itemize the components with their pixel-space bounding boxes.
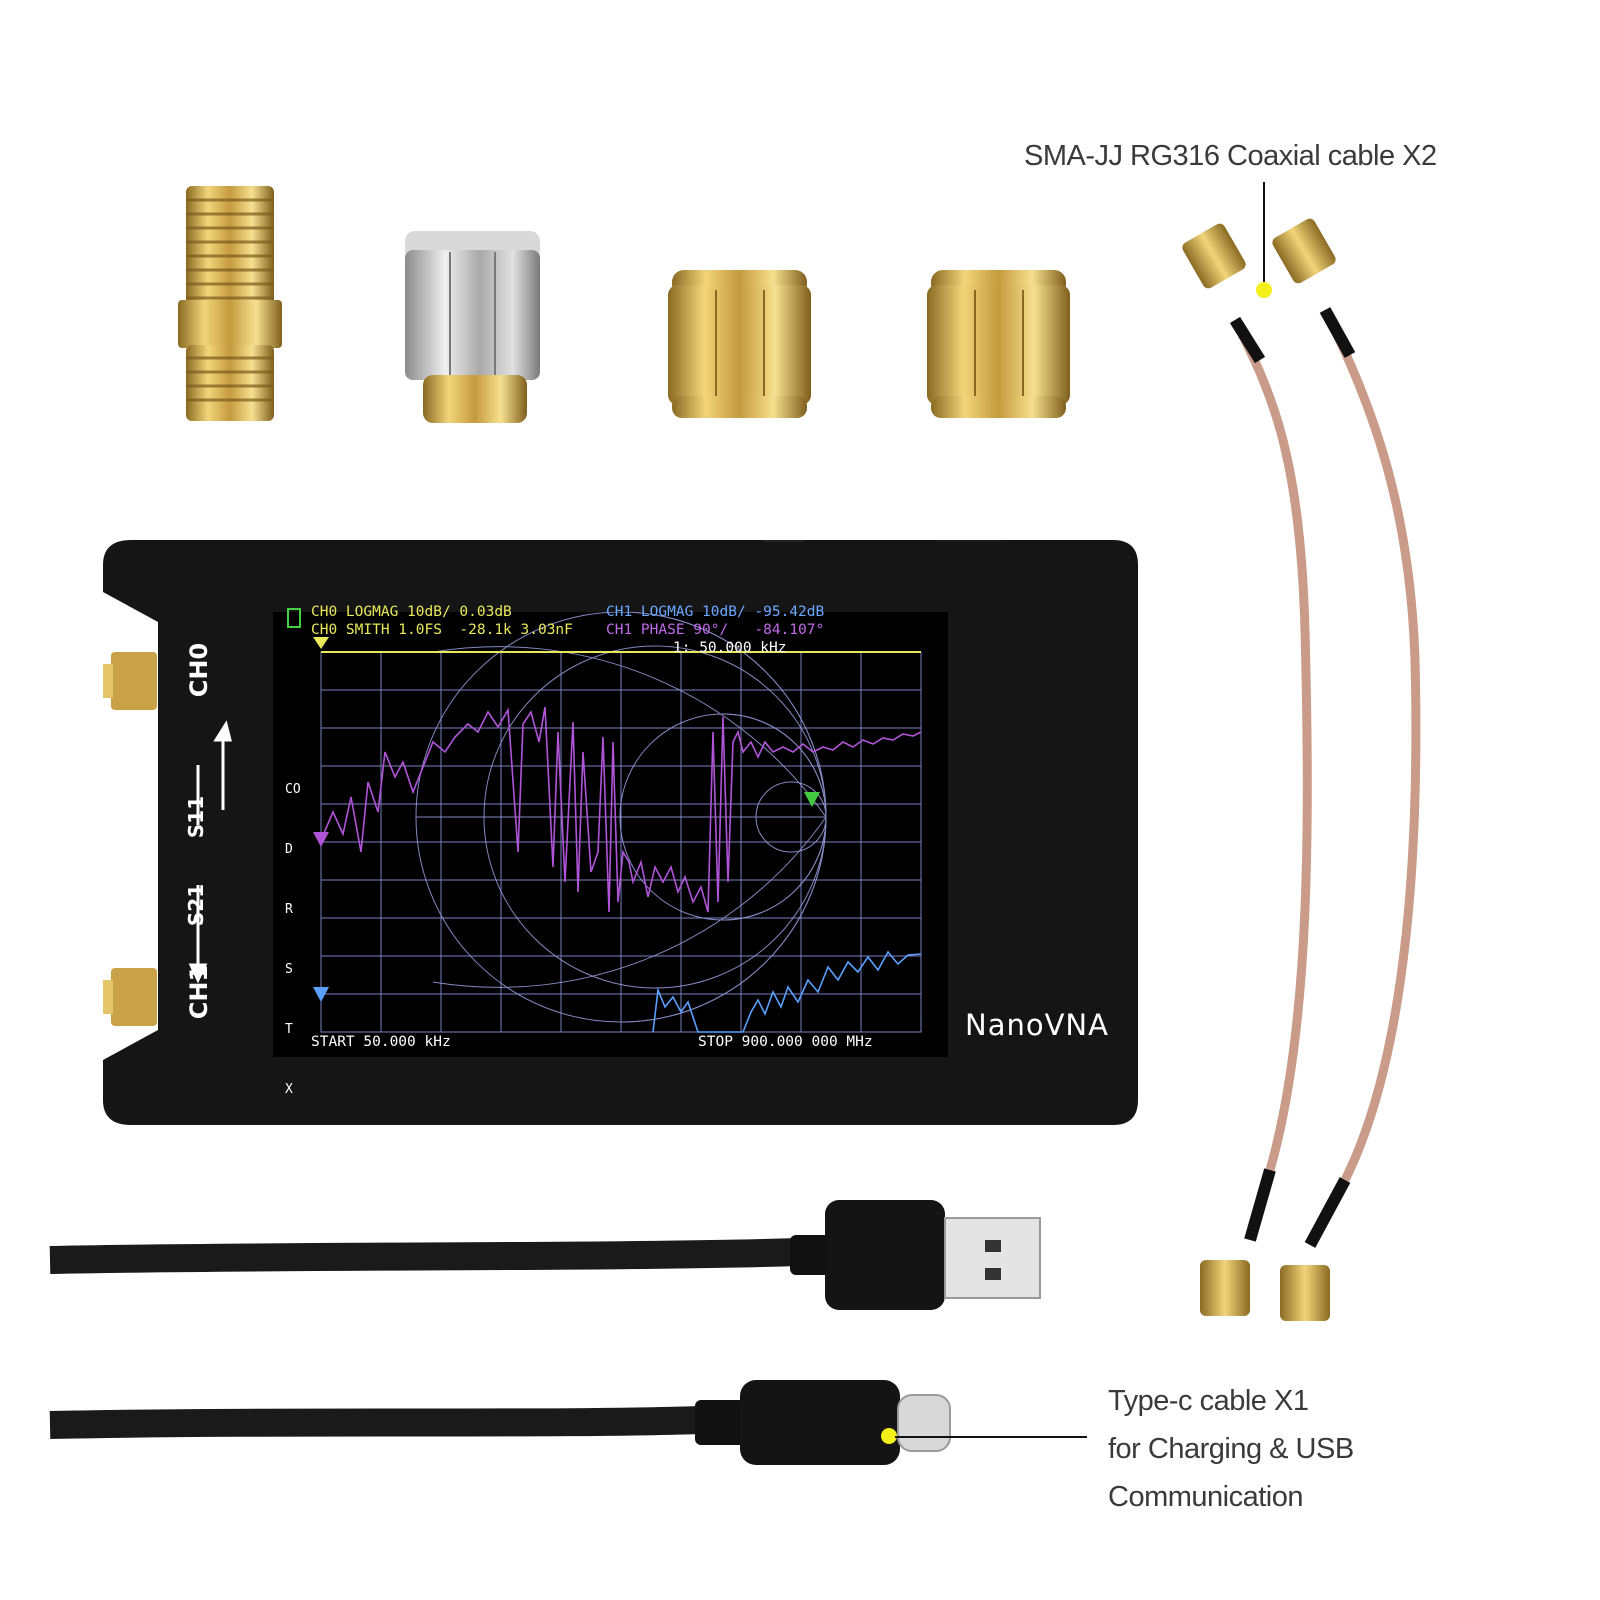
sma-cap-1 bbox=[668, 270, 811, 418]
battery-icon bbox=[287, 608, 301, 628]
coax-callout-label: SMA-JJ RG316 Coaxial cable X2 bbox=[1024, 140, 1437, 172]
usb-cables bbox=[49, 1200, 1041, 1465]
ch1-port-label: CH1 bbox=[185, 964, 214, 1020]
s21-label: S21 bbox=[184, 883, 209, 927]
typec-callout-line3: Communication bbox=[1108, 1481, 1303, 1513]
coax-cables bbox=[1182, 218, 1421, 1321]
yellow-marker[interactable] bbox=[313, 637, 329, 649]
ch0-smith-readout: CH0 SMITH 1.0FS -28.1k 3.03nF bbox=[311, 622, 573, 638]
ch0-port-label: CH0 bbox=[185, 642, 214, 698]
sma-female-female-adapter bbox=[178, 186, 282, 421]
sma-male-male-adapter bbox=[405, 231, 540, 423]
vna-plot bbox=[313, 612, 922, 1033]
coax-cable-2 bbox=[1272, 218, 1421, 1321]
ch1-logmag-readout: CH1 LOGMAG 10dB/ -95.42dB bbox=[606, 604, 825, 620]
typec-callout-dot bbox=[881, 1428, 897, 1444]
stop-frequency: STOP 900.000 000 MHz bbox=[698, 1034, 873, 1050]
coax-callout-dot bbox=[1256, 282, 1272, 298]
side-menu: CO D R S T X bbox=[285, 740, 316, 1140]
sma-adapters-row bbox=[178, 186, 1070, 423]
usb-a-cable bbox=[49, 1200, 1041, 1310]
side-menu-item[interactable]: R bbox=[285, 902, 293, 917]
side-menu-item[interactable]: CO bbox=[285, 782, 301, 797]
coax-callout-line bbox=[1263, 182, 1265, 288]
ch1-phase-readout: CH1 PHASE 90°/ -84.107° bbox=[606, 622, 825, 638]
ch0-sma-port[interactable] bbox=[103, 652, 157, 710]
side-menu-item[interactable]: X bbox=[285, 1082, 293, 1097]
typec-callout-line2: for Charging & USB bbox=[1108, 1433, 1354, 1465]
type-c-cable bbox=[49, 1380, 951, 1465]
s11-label: S11 bbox=[184, 795, 209, 839]
side-menu-item[interactable]: T bbox=[285, 1022, 293, 1037]
sma-cap-2 bbox=[927, 270, 1070, 418]
ch1-sma-port[interactable] bbox=[103, 968, 157, 1026]
typec-callout-line1: Type-c cable X1 bbox=[1108, 1385, 1309, 1417]
marker-readout: 1: 50.000 kHz bbox=[673, 640, 787, 656]
side-menu-item[interactable]: D bbox=[285, 842, 293, 857]
coax-cable-1 bbox=[1182, 223, 1312, 1316]
side-menu-item[interactable]: S bbox=[285, 962, 293, 977]
purple-marker[interactable] bbox=[313, 832, 329, 847]
typec-callout-line bbox=[895, 1436, 1087, 1438]
ch0-logmag-readout: CH0 LOGMAG 10dB/ 0.03dB bbox=[311, 604, 512, 620]
start-frequency: START 50.000 kHz bbox=[311, 1034, 451, 1050]
blue-marker[interactable] bbox=[313, 987, 329, 1002]
vna-screen[interactable]: CH0 LOGMAG 10dB/ 0.03dB CH0 SMITH 1.0FS … bbox=[273, 604, 948, 1097]
green-marker[interactable] bbox=[804, 792, 820, 807]
nanovna-brand-label: NanoVNA bbox=[965, 1008, 1109, 1042]
